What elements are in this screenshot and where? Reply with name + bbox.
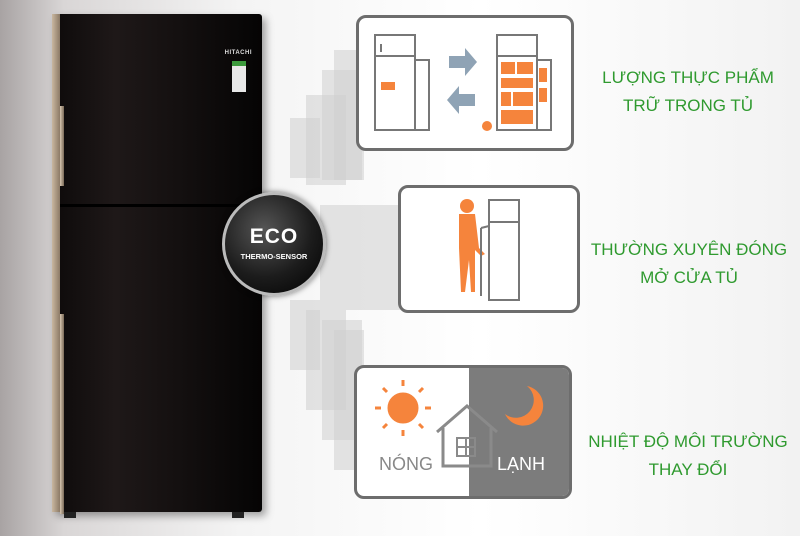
- caption-line: THAY ĐỔI: [648, 460, 728, 479]
- door-split: [60, 204, 262, 207]
- temperature-illustration: [375, 380, 544, 468]
- food-dot: [482, 121, 492, 131]
- food-quantity-illustration: [374, 34, 552, 131]
- caption-line: TRỮ TRONG TỦ: [622, 96, 754, 115]
- eco-subtitle: THERMO-SENSOR: [240, 252, 308, 261]
- fridge-foot-right: [232, 512, 244, 518]
- food-quantity-panel: [356, 15, 574, 151]
- sun-icon: [375, 380, 431, 436]
- fridge-foot-left: [64, 512, 76, 518]
- fridge-icon-full: [496, 34, 552, 131]
- caption-line: THƯỜNG XUYÊN ĐÓNG: [590, 240, 788, 259]
- arrow-right-icon: [449, 48, 477, 76]
- door-opening-illustration: [459, 199, 520, 301]
- small-food-item: [381, 82, 395, 90]
- eco-thermo-sensor-badge: ECO THERMO-SENSOR: [222, 192, 326, 296]
- top-door-handle: [60, 106, 64, 186]
- night-background: [469, 368, 569, 496]
- caption-line: NHIỆT ĐỘ MÔI TRƯỜNG: [588, 432, 788, 451]
- caption-line: LƯỢNG THỰC PHẨM: [602, 68, 774, 87]
- brand-logo: HITACHI: [224, 50, 252, 56]
- caption-line: MỞ CỬA TỦ: [640, 268, 738, 287]
- ambient-temperature-caption: NHIỆT ĐỘ MÔI TRƯỜNG THAY ĐỔI: [582, 428, 794, 484]
- door-opening-caption: THƯỜNG XUYÊN ĐÓNG MỞ CỬA TỦ: [584, 236, 794, 292]
- fridge-edge: [52, 14, 60, 512]
- person-icon: [459, 199, 485, 292]
- open-fridge-icon: [480, 199, 520, 301]
- arrow-left-icon: [447, 86, 475, 114]
- eco-title: ECO: [249, 225, 299, 248]
- food-quantity-caption: LƯỢNG THỰC PHẨM TRỮ TRONG TỦ: [588, 64, 788, 120]
- fridge-icon-empty: [374, 34, 430, 131]
- hot-label: NÓNG: [379, 454, 433, 474]
- energy-label: [232, 61, 246, 92]
- bottom-door-handle: [60, 314, 64, 514]
- temperature-panel: NÓNG LẠNH: [354, 365, 572, 499]
- moon-icon: [505, 386, 544, 426]
- food-items-full: [501, 62, 547, 124]
- cold-label: LẠNH: [497, 454, 546, 474]
- door-opening-panel: [398, 185, 580, 313]
- house-icon: [436, 404, 498, 468]
